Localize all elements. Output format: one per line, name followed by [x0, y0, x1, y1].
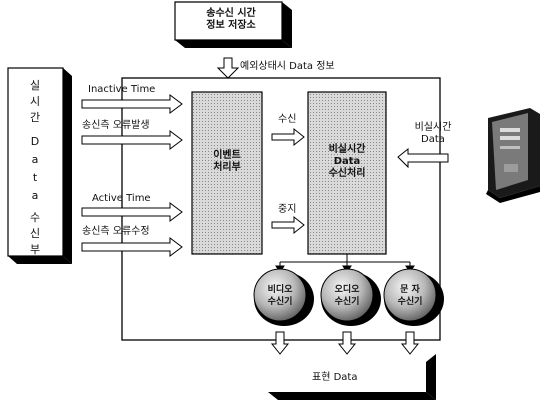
storage-banner	[174, 1, 292, 48]
sender-error-label: 송신측 오류발생	[82, 120, 150, 131]
output-arrows	[270, 331, 420, 355]
nonrt-block	[307, 91, 387, 255]
left-banner	[7, 67, 72, 264]
nonrt-block-label: 비실시간 Data 수신처리	[328, 144, 366, 179]
receiver-spheres	[253, 268, 444, 326]
exception-info-label: 예외상태시 Data 정보	[240, 61, 335, 72]
sender-fix-label: 송신측 오류수정	[82, 226, 150, 237]
video-receiver-label: 비디오 수신기	[267, 285, 293, 307]
text-receiver-label: 문 자 수신기	[397, 285, 423, 307]
active-time-label: Active Time	[92, 193, 151, 204]
computer-icon	[486, 108, 540, 203]
event-block-label: 이벤트 처리부	[213, 150, 241, 173]
inactive-time-label: Inactive Time	[88, 84, 156, 95]
storage-down-arrow	[216, 57, 240, 79]
computer-arrow	[397, 147, 449, 169]
storage-label: 송수신 시간 정보 저장소	[206, 8, 256, 31]
event-block	[191, 91, 263, 255]
output-banner	[268, 354, 436, 400]
nonrt-data-label: 비실시간 Data	[414, 122, 452, 145]
middle-arrows	[271, 127, 305, 235]
stop-label: 중지	[278, 204, 297, 215]
input-arrows	[81, 94, 183, 257]
receive-label: 수신	[278, 114, 297, 125]
audio-receiver-label: 오디오 수신기	[334, 285, 360, 307]
output-data-label: 표현 Data	[312, 372, 358, 383]
